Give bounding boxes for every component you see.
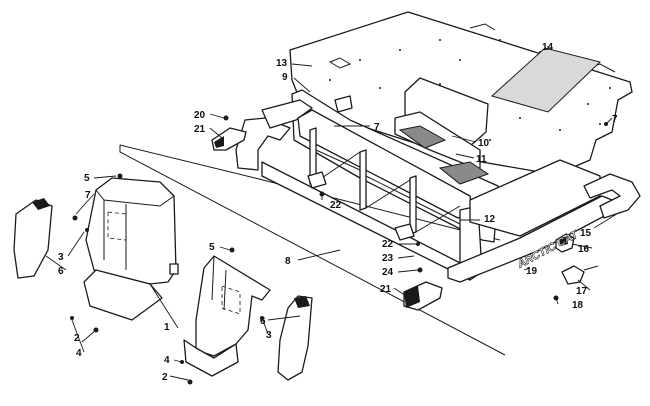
bumper-bar — [583, 173, 641, 219]
callout-23: 23 — [382, 253, 394, 264]
right-cargo-box — [183, 255, 271, 377]
callout-21-lower: 21 — [380, 284, 392, 295]
callout-8: 8 — [285, 256, 291, 267]
callout-22-upper: 22 — [330, 200, 342, 211]
callout-17: 17 — [576, 286, 588, 297]
upper-bracket — [211, 127, 247, 151]
callout-16: 16 — [578, 244, 590, 255]
callout-6-right: 6 — [260, 316, 266, 327]
left-lid — [13, 198, 53, 279]
callout-2-right: 2 — [162, 372, 168, 383]
callout-15: 15 — [580, 228, 592, 239]
left-cargo-box — [83, 177, 179, 321]
callout-24: 24 — [382, 267, 394, 278]
callout-5-right: 5 — [209, 242, 215, 253]
callout-18: 18 — [572, 300, 584, 311]
callout-4-left: 4 — [76, 348, 82, 359]
latch-assembly — [555, 233, 599, 285]
callout-19: 19 — [526, 266, 538, 277]
callout-22-lower: 22 — [382, 239, 394, 250]
callout-13: 13 — [276, 58, 288, 69]
callout-21-upper: 21 — [194, 124, 206, 135]
callout-7-frame: 7 — [374, 122, 380, 133]
right-lid — [277, 295, 313, 381]
callout-20: 20 — [194, 110, 206, 121]
foam-pad — [490, 47, 601, 113]
tail-light — [403, 281, 443, 311]
callout-7-box: 7 — [85, 190, 91, 201]
callout-3-right: 3 — [266, 330, 272, 341]
callout-12: 12 — [484, 214, 496, 225]
callout-1: 1 — [164, 322, 170, 333]
callout-11: 11 — [476, 154, 487, 165]
callout-3-left: 3 — [58, 252, 64, 263]
cargo-rack-frame — [235, 95, 613, 283]
callout-labels: 1 2 2 3 3 4 4 5 5 6 6 7 7 7 8 9 10 11 12… — [58, 42, 618, 383]
callout-9: 9 — [282, 72, 288, 83]
callout-2-left: 2 — [74, 333, 80, 344]
callout-10: 10 — [478, 138, 490, 149]
callout-5-left: 5 — [84, 173, 90, 184]
callout-6-left: 6 — [58, 266, 64, 277]
callout-4-right: 4 — [164, 355, 170, 366]
callout-14: 14 — [542, 42, 554, 53]
callout-7-floor: 7 — [612, 114, 618, 125]
leader-lines — [45, 46, 621, 381]
